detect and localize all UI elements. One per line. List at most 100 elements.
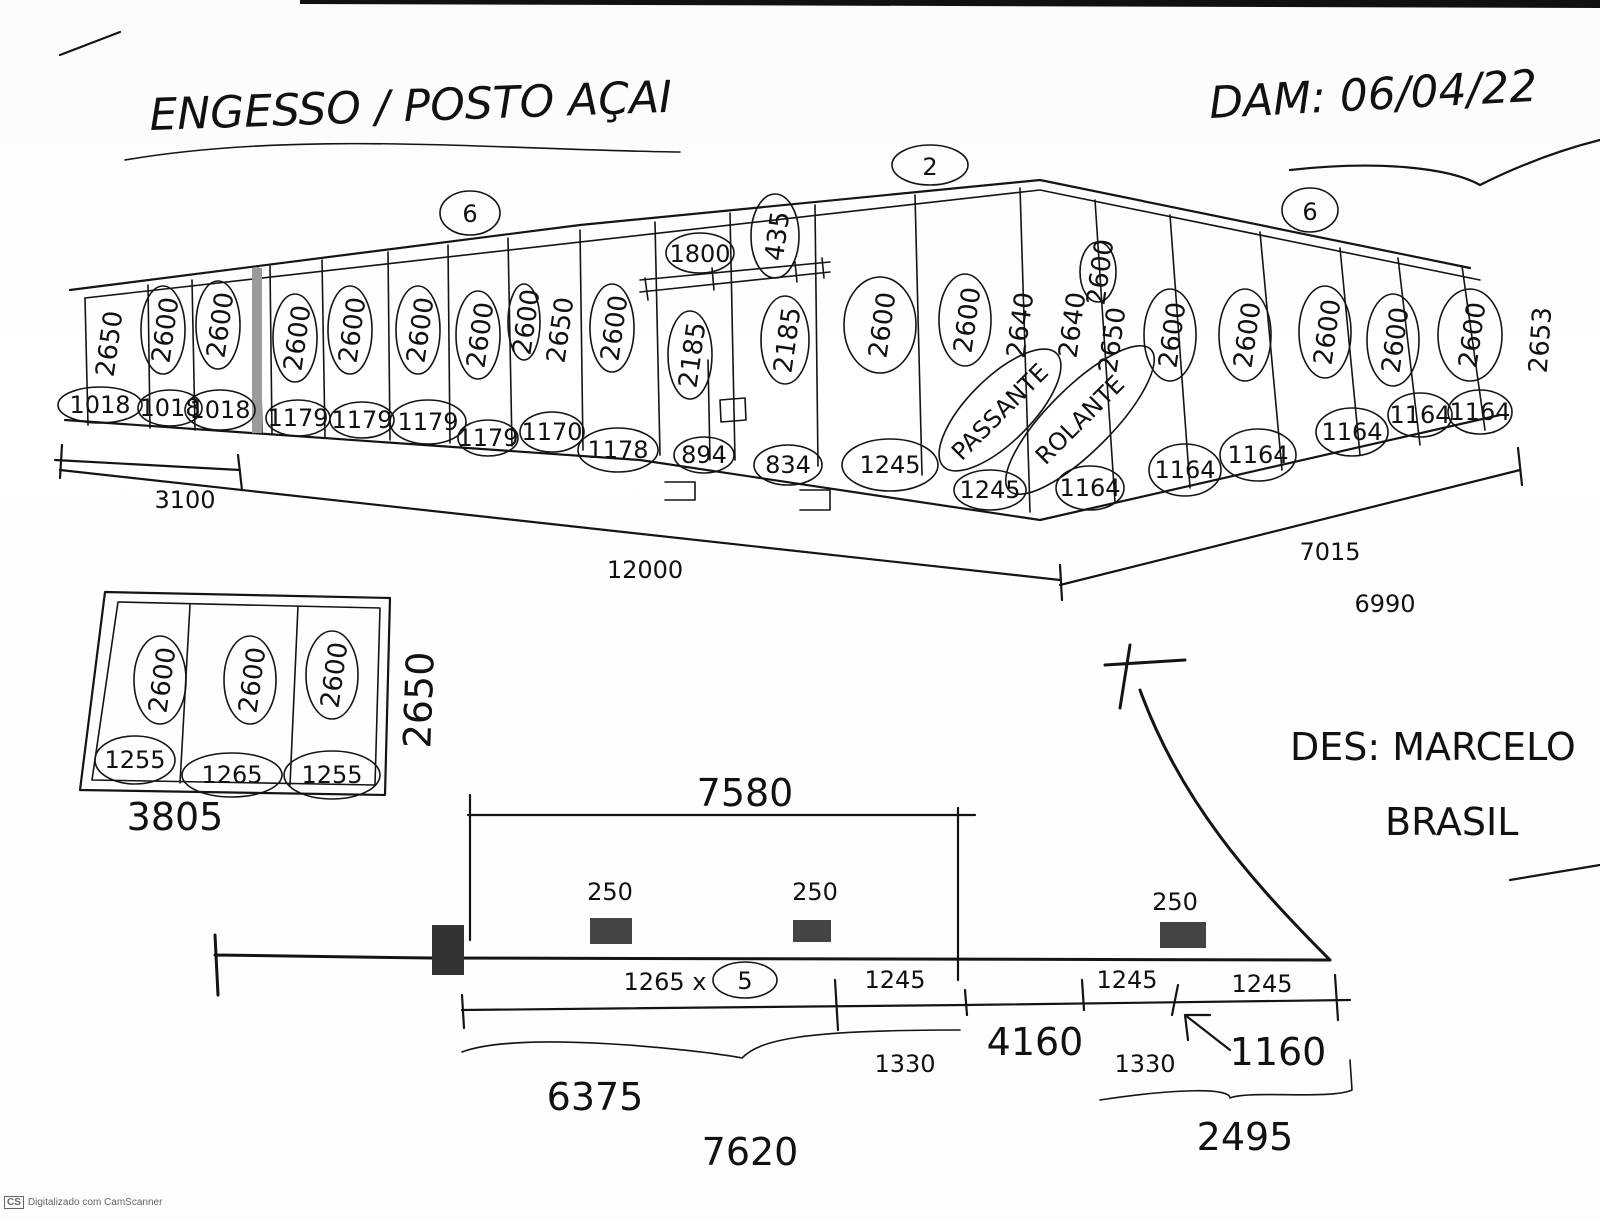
count-circle (712, 961, 778, 999)
width-circle (1055, 465, 1125, 511)
height-circle (1366, 293, 1420, 387)
author-underline (1508, 863, 1600, 882)
width-circle (519, 411, 585, 453)
panel-width: 1179 (457, 424, 518, 452)
width-circle (1447, 389, 1513, 435)
panel-height: 2600 (402, 295, 441, 365)
height-circle (1218, 288, 1272, 382)
width-circle (753, 444, 823, 486)
height-circle (750, 193, 800, 279)
width-circle (1148, 443, 1222, 497)
width-circle (1387, 392, 1453, 438)
plan-big-b: 1160 (1230, 1030, 1327, 1074)
height-circle (1437, 288, 1503, 382)
height-circle (1298, 285, 1352, 379)
post-label: 250 (792, 878, 838, 906)
door-handle (707, 359, 747, 461)
post (590, 918, 632, 944)
corner-stroke (58, 30, 122, 57)
panel-height: 2185 (769, 305, 808, 375)
plan-total-b: 7620 (702, 1130, 799, 1174)
panel-height: 2600 (949, 285, 988, 355)
width-circle (1219, 428, 1297, 482)
panel-height: 2600 (596, 293, 635, 363)
width-circle (953, 469, 1027, 511)
small-elevation: 2600 2600 2600 1255 1265 1255 2650 3805 (78, 590, 443, 839)
height-circle (195, 280, 241, 370)
height-circle (455, 290, 501, 380)
panel-width: 1170 (521, 418, 582, 446)
plan-sub-a: 1330 (874, 1050, 935, 1078)
width-circle (1315, 407, 1389, 457)
panel-height: 2650 (542, 295, 581, 365)
height-circle (667, 310, 713, 400)
height-circle (938, 273, 992, 367)
panel-height: 2600 (334, 295, 373, 365)
height-circle (507, 283, 541, 361)
plan-seg-d: 1245 (1231, 970, 1292, 998)
panel-height: 2600 (864, 290, 903, 360)
panel-height: 2600 (1309, 297, 1348, 367)
width-circle (457, 419, 519, 457)
plan-arrow (1183, 1013, 1232, 1052)
elevation-bottom-line (63, 413, 1502, 522)
small-height: 2600 (234, 645, 273, 715)
note-circle (1004, 344, 1156, 496)
brace-right (1099, 1059, 1353, 1101)
plan-seg-line (460, 973, 1352, 1032)
small-frame (78, 590, 392, 797)
panel-width: 1164 (1321, 418, 1382, 446)
plan-diagonal (1103, 643, 1332, 962)
width-circle (841, 438, 939, 492)
main-elevation: 2650 2600 2600 2600 2600 2600 2600 2600 … (53, 144, 1559, 618)
height-circle (395, 285, 441, 375)
height-circle (1079, 241, 1117, 303)
panel-height: 2600 (279, 303, 318, 373)
plan-seg-b: 1245 (864, 966, 925, 994)
height-circle (1143, 288, 1197, 382)
panel-width: 1164 (1154, 456, 1215, 484)
post-start (432, 925, 464, 975)
small-side: 2650 (395, 651, 442, 749)
paper-edge (300, 0, 1600, 8)
height-circle (760, 295, 810, 385)
plan-big-a: 4160 (987, 1020, 1084, 1064)
height-circle (589, 283, 635, 373)
width-circle (389, 399, 467, 445)
small-bottom: 3805 (127, 795, 224, 839)
panel-height: 2185 (674, 320, 713, 390)
height-circle (223, 635, 277, 725)
small-height: 2600 (144, 645, 183, 715)
height-circle (140, 285, 186, 375)
small-height: 2600 (316, 640, 355, 710)
width-circle (57, 386, 143, 424)
small-width: 1255 (301, 761, 362, 789)
height-circle (272, 293, 318, 383)
dim-line-right (1058, 446, 1524, 587)
sketch-title: ENGESSO / POSTO AÇAI (149, 72, 673, 141)
small-width: 1255 (104, 746, 165, 774)
panel-height: 2600 (147, 295, 186, 365)
plan-seg-c: 1245 (1096, 966, 1157, 994)
width-circle (673, 436, 735, 474)
panel-height: 2653 (1524, 306, 1559, 374)
height-circle (305, 630, 359, 720)
dim-line-left (53, 443, 244, 492)
post (1160, 922, 1206, 948)
count-circle (439, 190, 501, 236)
door-feet (664, 481, 831, 511)
height-circle (843, 276, 917, 374)
width-circle (329, 401, 395, 439)
author-line2: BRASIL (1385, 800, 1518, 844)
plan-sub-b: 1330 (1114, 1050, 1175, 1078)
panel-height: 435 (760, 209, 797, 262)
count-center: 2 (922, 153, 937, 181)
count-circle (1281, 187, 1339, 233)
panel-width: 1179 (267, 404, 328, 432)
width-circle (181, 752, 283, 798)
width-circle (577, 427, 659, 473)
panel-width: 1178 (587, 436, 648, 464)
